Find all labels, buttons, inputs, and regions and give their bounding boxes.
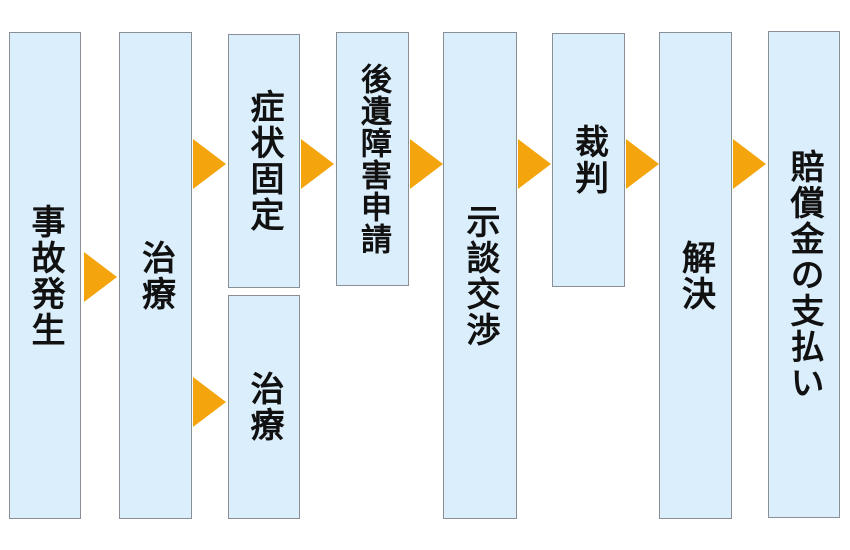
arrow-trial-to-resolution: [626, 139, 659, 189]
arrow-treatment-to-treatment-continued: [193, 377, 226, 427]
step-disability-application: 後遺障害申請: [336, 32, 409, 286]
arrow-symptom-fixed-to-disability-application: [301, 139, 334, 189]
step-compensation-payment: 賠償金の支払い: [768, 31, 840, 518]
arrow-treatment-to-symptom-fixed: [193, 139, 226, 189]
arrow-resolution-to-payment: [733, 139, 766, 189]
arrow-disability-application-to-negotiation: [410, 139, 443, 189]
step-settlement-negotiation-label: 示談交渉: [460, 203, 500, 348]
step-symptom-fixed-label: 症状固定: [244, 89, 284, 233]
arrow-negotiation-to-trial: [518, 139, 551, 189]
step-trial-label: 裁判: [568, 124, 609, 196]
step-resolution-label: 解決: [675, 239, 716, 312]
step-treatment-label: 治療: [135, 239, 176, 312]
step-accident: 事故発生: [9, 32, 81, 519]
step-treatment-continued: 治療: [228, 295, 300, 519]
step-settlement-negotiation: 示談交渉: [443, 32, 517, 519]
step-trial: 裁判: [552, 33, 625, 287]
step-disability-application-label: 後遺障害申請: [355, 63, 391, 255]
step-treatment: 治療: [119, 32, 192, 519]
step-resolution: 解決: [659, 32, 732, 519]
step-compensation-payment-label: 賠償金の支払い: [784, 148, 824, 401]
step-symptom-fixed: 症状固定: [228, 34, 300, 288]
step-treatment-continued-label: 治療: [244, 371, 284, 443]
step-accident-label: 事故発生: [25, 203, 65, 348]
arrow-accident-to-treatment: [84, 252, 117, 302]
